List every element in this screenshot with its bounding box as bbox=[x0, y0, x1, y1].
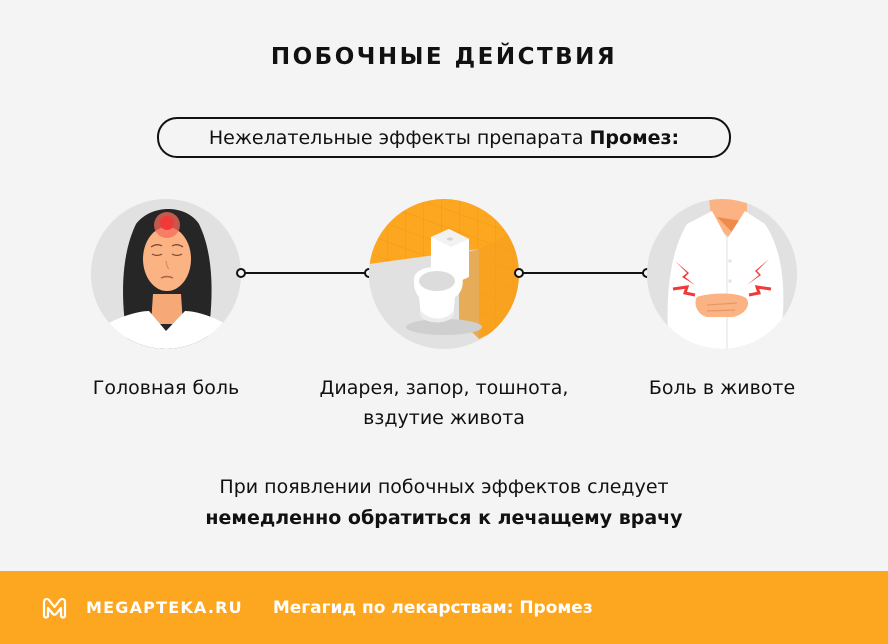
effect-label-digestive: Диарея, запор, тошнота, вздутие живота bbox=[294, 373, 594, 433]
connector-line-2 bbox=[514, 268, 652, 278]
subtitle-text: Нежелательные эффекты препарата bbox=[208, 126, 584, 149]
effect-label-line2: вздутие живота bbox=[363, 407, 525, 429]
brand-name-link[interactable]: MEGAPTEKA.RU bbox=[86, 598, 243, 617]
effect-label-headache: Головная боль bbox=[92, 377, 240, 399]
effect-label-line1: Диарея, запор, тошнота, bbox=[319, 377, 569, 399]
toilet-icon bbox=[369, 199, 519, 349]
stomach-pain-illustration bbox=[647, 199, 797, 349]
stomach-pain-icon bbox=[647, 199, 797, 349]
warning-note: При появлении побочных эффектов следует … bbox=[0, 472, 888, 534]
effect-label-stomach-pain: Боль в животе bbox=[648, 377, 796, 399]
megapteka-logo-icon[interactable] bbox=[39, 596, 70, 620]
footer-bar: MEGAPTEKA.RU Мегагид по лекарствам: Пром… bbox=[0, 571, 888, 644]
connector-line-1 bbox=[236, 268, 374, 278]
footer-tagline: Мегагид по лекарствам: Промез bbox=[272, 597, 593, 618]
drug-name: Промез: bbox=[589, 126, 680, 149]
note-line-1: При появлении побочных эффектов следует bbox=[219, 476, 669, 498]
connector-dot bbox=[236, 268, 246, 278]
connector-dot bbox=[514, 268, 524, 278]
toilet-illustration bbox=[369, 199, 519, 349]
headache-woman-icon bbox=[91, 199, 241, 349]
drug-subtitle-pill: Нежелательные эффекты препарата Промез: bbox=[157, 117, 731, 158]
headache-illustration bbox=[91, 199, 241, 349]
page-title: ПОБОЧНЫЕ ДЕЙСТВИЯ bbox=[270, 44, 618, 70]
note-line-2: немедленно обратиться к лечащему врачу bbox=[205, 507, 683, 529]
